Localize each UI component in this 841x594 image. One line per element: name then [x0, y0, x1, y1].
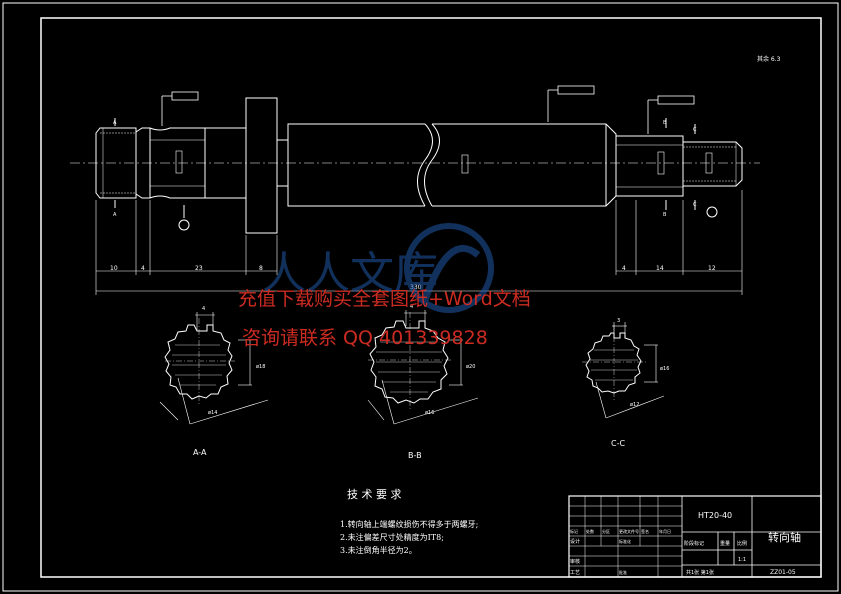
sec-c-dia-outer: ø16	[660, 366, 669, 372]
mark-c-bottom: C	[693, 202, 697, 208]
tech-req-item-1: 1.转向轴上端螺纹损伤不得多于两螺牙;	[340, 519, 478, 529]
dim-5: 4	[622, 265, 626, 272]
section-c-c	[582, 322, 665, 419]
sec-c-width: 3	[617, 318, 620, 324]
tb-standardize: 标准化	[619, 538, 631, 544]
mark-c-top: C	[693, 127, 697, 133]
dim-6: 14	[656, 265, 664, 272]
mark-b-bottom: B	[663, 212, 667, 218]
spline-profile-c	[585, 332, 642, 394]
tb-material: HT20-40	[698, 511, 732, 520]
tolerance-frames	[161, 85, 695, 134]
main-body	[432, 123, 617, 207]
tb-scale: 1:1	[738, 557, 746, 563]
tb-row-sign: 签名	[641, 528, 649, 534]
dimension-lines	[95, 190, 743, 295]
watermark-logo-text: 人人文库	[262, 248, 438, 299]
dim-4: 8	[259, 265, 263, 272]
title-block	[568, 495, 822, 578]
mark-a-bottom: A	[113, 212, 117, 218]
sec-a-width: 4	[202, 306, 205, 312]
tb-part-name: 转向轴	[768, 530, 801, 544]
section-markers	[114, 118, 718, 231]
spline-a	[149, 127, 206, 199]
watermark-line-2: 咨询请联系 QQ 401339828	[242, 327, 488, 349]
spline-profile-a	[164, 324, 233, 400]
tb-row-count: 处数	[586, 528, 594, 534]
sec-b-label: B-B	[408, 451, 422, 460]
section-b-b	[367, 310, 479, 425]
tb-row-change: 更改文件号	[619, 528, 639, 534]
tech-req-item-2: 2.未注偏差尺寸处精度为IT8;	[340, 532, 444, 542]
sec-c-label: C-C	[611, 439, 625, 448]
tb-row-date: 年月日	[659, 528, 671, 534]
tb-row-mark: 标记	[570, 528, 578, 534]
tb-row-zone: 分区	[602, 528, 610, 534]
sec-a-dia-outer: ø18	[256, 364, 265, 370]
shaft-main-view	[70, 97, 760, 234]
tb-drawing-no: ZZ01-05	[770, 569, 796, 576]
roughness-note: 其余 6.3	[757, 55, 781, 63]
inner-border	[40, 17, 822, 578]
tb-col-stage: 阶段标记	[684, 540, 704, 547]
tb-designer: 设计	[570, 538, 580, 545]
sec-b-width: 4	[410, 304, 413, 310]
tech-req-item-3: 3.未注倒角半径为2。	[340, 545, 417, 555]
mark-a-top: A	[113, 120, 117, 126]
dim-3: 23	[195, 265, 203, 272]
sec-a-label: A-A	[193, 448, 207, 457]
sec-c-dia-inner: ø12	[630, 402, 639, 408]
dim-overall: 330	[410, 284, 422, 291]
sec-b-dia-outer: ø20	[466, 364, 475, 370]
tb-craft: 工艺	[570, 570, 580, 576]
left-thread-end	[95, 127, 137, 199]
tb-approve: 批准	[619, 569, 627, 575]
dim-2: 4	[141, 265, 145, 272]
sec-a-dia-inner: ø14	[208, 410, 217, 416]
tb-sheet-info: 共1张 第1张	[686, 569, 714, 576]
section-a-a	[159, 312, 269, 425]
sec-b-dia-inner: ø16	[425, 410, 434, 416]
watermark-line-1: 充值下载购买全套图纸+Word文档	[238, 288, 531, 310]
tb-col-scale: 比例	[737, 540, 747, 547]
tb-checker: 审核	[570, 558, 580, 565]
mark-b-top: B	[663, 120, 667, 126]
spline-profile-b	[369, 320, 449, 404]
watermark-logo: 人人文库	[262, 223, 494, 313]
break-line-1	[417, 123, 433, 207]
tech-req-title: 技 术 要 求	[347, 488, 402, 501]
dim-1: 10	[110, 265, 118, 272]
break-line-2	[424, 123, 440, 207]
right-thread-end	[682, 141, 743, 187]
collar	[245, 97, 278, 234]
dim-7: 12	[708, 265, 716, 272]
tb-col-weight: 重量	[720, 540, 730, 547]
